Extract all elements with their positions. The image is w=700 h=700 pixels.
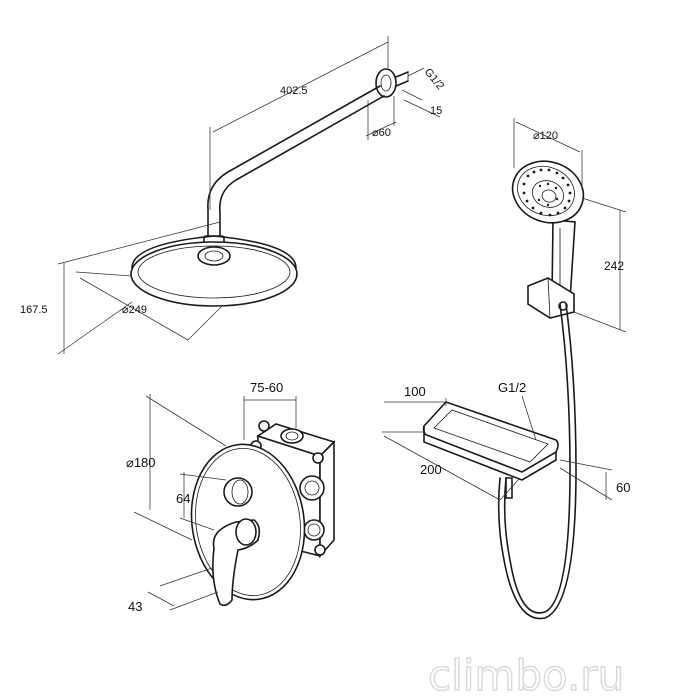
label-head-diameter: ⌀249 (122, 304, 147, 316)
shower-arm (207, 85, 385, 239)
dim-thread: G1/2 (407, 66, 447, 92)
label-handle-projection: 43 (128, 599, 142, 614)
overhead-shower: 402.5 G1/2 15 ⌀60 167.5 (20, 36, 447, 355)
dim-box-depth: 75-60 (243, 380, 297, 440)
dim-shelf-thread: G1/2 (498, 380, 537, 441)
diverter-knob (223, 477, 253, 507)
shower-hose (497, 303, 577, 620)
wall-flange (375, 68, 409, 98)
shelf-outlet: 100 G1/2 200 60 (382, 380, 630, 501)
label-shelf-length: 200 (420, 462, 442, 477)
hand-shower: ⌀120 242 (497, 118, 627, 620)
label-height: 167.5 (20, 304, 48, 316)
label-hand-head-diameter: ⌀120 (533, 130, 558, 142)
dim-hand-head-diameter: ⌀120 (513, 118, 583, 190)
label-shelf-height: 60 (616, 480, 630, 495)
label-box-depth: 75-60 (250, 380, 283, 395)
hand-shower-head (511, 160, 585, 224)
label-knob-offset: 64 (176, 491, 190, 506)
mixer-lever (212, 518, 261, 607)
dim-height: 167.5 (20, 221, 221, 355)
dim-arm-length: 402.5 (209, 36, 389, 210)
dim-hand-length: 242 (573, 197, 627, 333)
label-hand-length: 242 (604, 259, 624, 273)
label-shelf-thread: G1/2 (498, 380, 526, 395)
dim-thread-depth: 15 (401, 89, 442, 118)
dim-flange-diameter: ⌀60 (365, 96, 397, 140)
dim-shelf-length: 200 (382, 431, 521, 501)
rain-shower-head (130, 235, 298, 307)
label-plate-diameter: ⌀180 (126, 455, 156, 470)
dim-knob-offset: 64 (176, 472, 227, 531)
dim-handle-projection: 43 (128, 567, 219, 614)
label-thread: G1/2 (422, 66, 447, 92)
label-shelf-depth: 100 (404, 384, 426, 399)
watermark: climbo.ru (428, 651, 624, 700)
label-thread-depth: 15 (430, 105, 442, 117)
dim-head-diameter: ⌀249 (75, 271, 223, 341)
label-flange-diameter: ⌀60 (372, 127, 391, 139)
dim-shelf-height: 60 (559, 459, 630, 501)
dim-shelf-depth: 100 (384, 384, 447, 406)
concealed-mixer: 75-60 ⌀180 64 43 (126, 380, 336, 614)
dim-plate-diameter: ⌀180 (126, 394, 227, 541)
label-arm-length: 402.5 (280, 85, 308, 97)
